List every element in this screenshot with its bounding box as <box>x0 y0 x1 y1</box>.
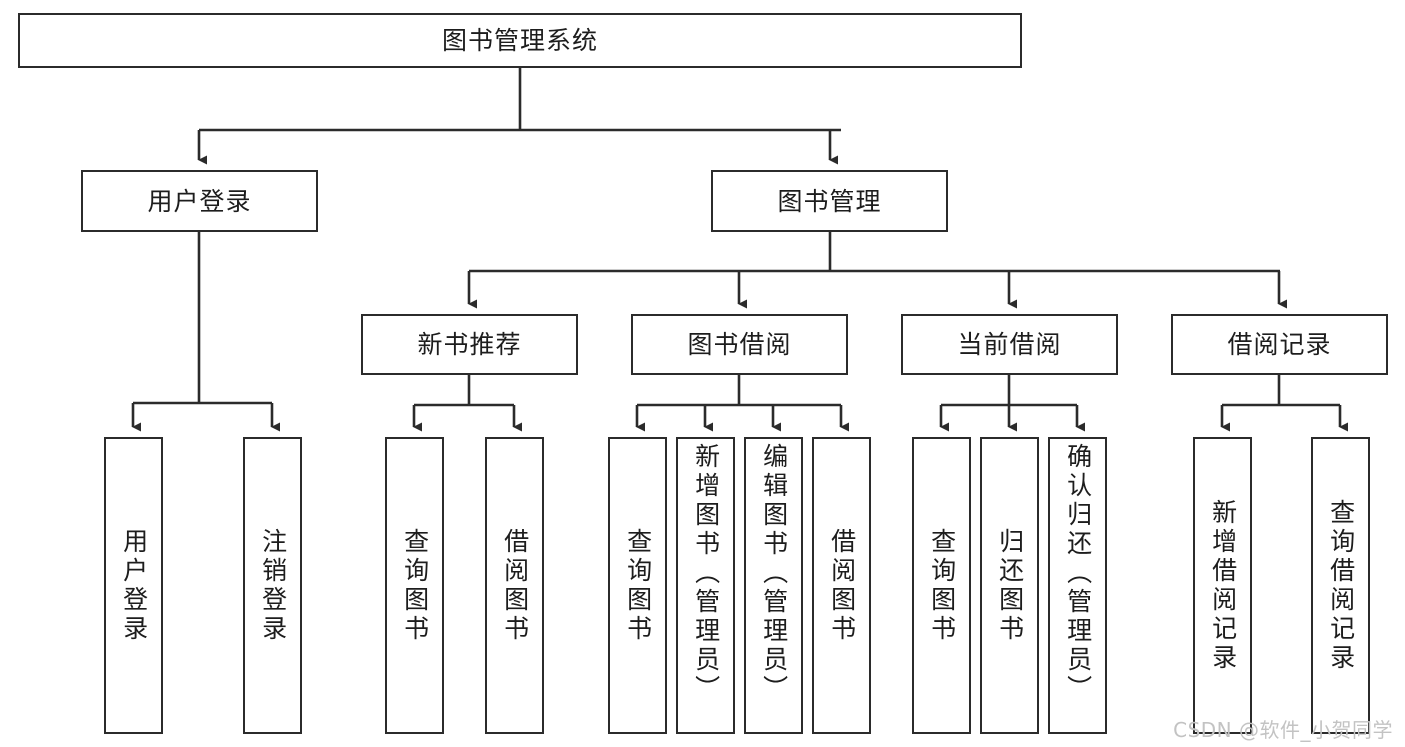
node-current-borrow[interactable]: 当前借阅 <box>901 314 1118 375</box>
node-label: 查询借阅记录 <box>1326 498 1356 673</box>
csdn-watermark: CSDN @软件_小贺同学 <box>1173 718 1393 742</box>
node-label: 确认归还（管理员） <box>1063 443 1093 704</box>
node-label: 查询图书 <box>927 527 957 644</box>
node-label: 归还图书 <box>995 527 1025 644</box>
leaf-borrow-book-recommend[interactable]: 借阅图书 <box>485 437 544 734</box>
leaf-borrow-book-borrow[interactable]: 借阅图书 <box>812 437 871 734</box>
node-label: 查询图书 <box>623 527 653 644</box>
node-label: 用户登录 <box>147 186 252 216</box>
node-label: 新增借阅记录 <box>1208 498 1238 673</box>
node-root-book-management-system[interactable]: 图书管理系统 <box>18 13 1022 68</box>
node-label: 当前借阅 <box>957 330 1062 359</box>
node-label: 借阅记录 <box>1227 330 1332 359</box>
leaf-edit-book-admin[interactable]: 编辑图书（管理员） <box>744 437 803 734</box>
leaf-logout-login[interactable]: 注销登录 <box>243 437 302 734</box>
leaf-query-book-borrow[interactable]: 查询图书 <box>608 437 667 734</box>
node-label: 图书借阅 <box>687 330 792 359</box>
node-label: 图书管理系统 <box>441 26 598 55</box>
node-label: 新书推荐 <box>417 330 522 359</box>
leaf-user-login[interactable]: 用户登录 <box>104 437 163 734</box>
leaf-return-book[interactable]: 归还图书 <box>980 437 1039 734</box>
leaf-confirm-return-admin[interactable]: 确认归还（管理员） <box>1048 437 1107 734</box>
leaf-add-borrow-record[interactable]: 新增借阅记录 <box>1193 437 1252 734</box>
node-new-book-recommend[interactable]: 新书推荐 <box>361 314 578 375</box>
node-borrow-record[interactable]: 借阅记录 <box>1171 314 1388 375</box>
node-label: 图书管理 <box>777 186 882 216</box>
node-book-borrow[interactable]: 图书借阅 <box>631 314 848 375</box>
node-book-management[interactable]: 图书管理 <box>711 170 948 232</box>
node-label: 借阅图书 <box>827 527 857 644</box>
node-label: 查询图书 <box>400 527 430 644</box>
node-label: 编辑图书（管理员） <box>759 443 789 704</box>
node-label: 新增图书（管理员） <box>691 443 721 704</box>
leaf-add-book-admin[interactable]: 新增图书（管理员） <box>676 437 735 734</box>
leaf-query-borrow-record[interactable]: 查询借阅记录 <box>1311 437 1370 734</box>
leaf-query-book-current[interactable]: 查询图书 <box>912 437 971 734</box>
node-label: 用户登录 <box>119 527 149 644</box>
leaf-query-book-recommend[interactable]: 查询图书 <box>385 437 444 734</box>
node-user-login[interactable]: 用户登录 <box>81 170 318 232</box>
node-label: 借阅图书 <box>500 527 530 644</box>
node-label: 注销登录 <box>258 527 288 644</box>
